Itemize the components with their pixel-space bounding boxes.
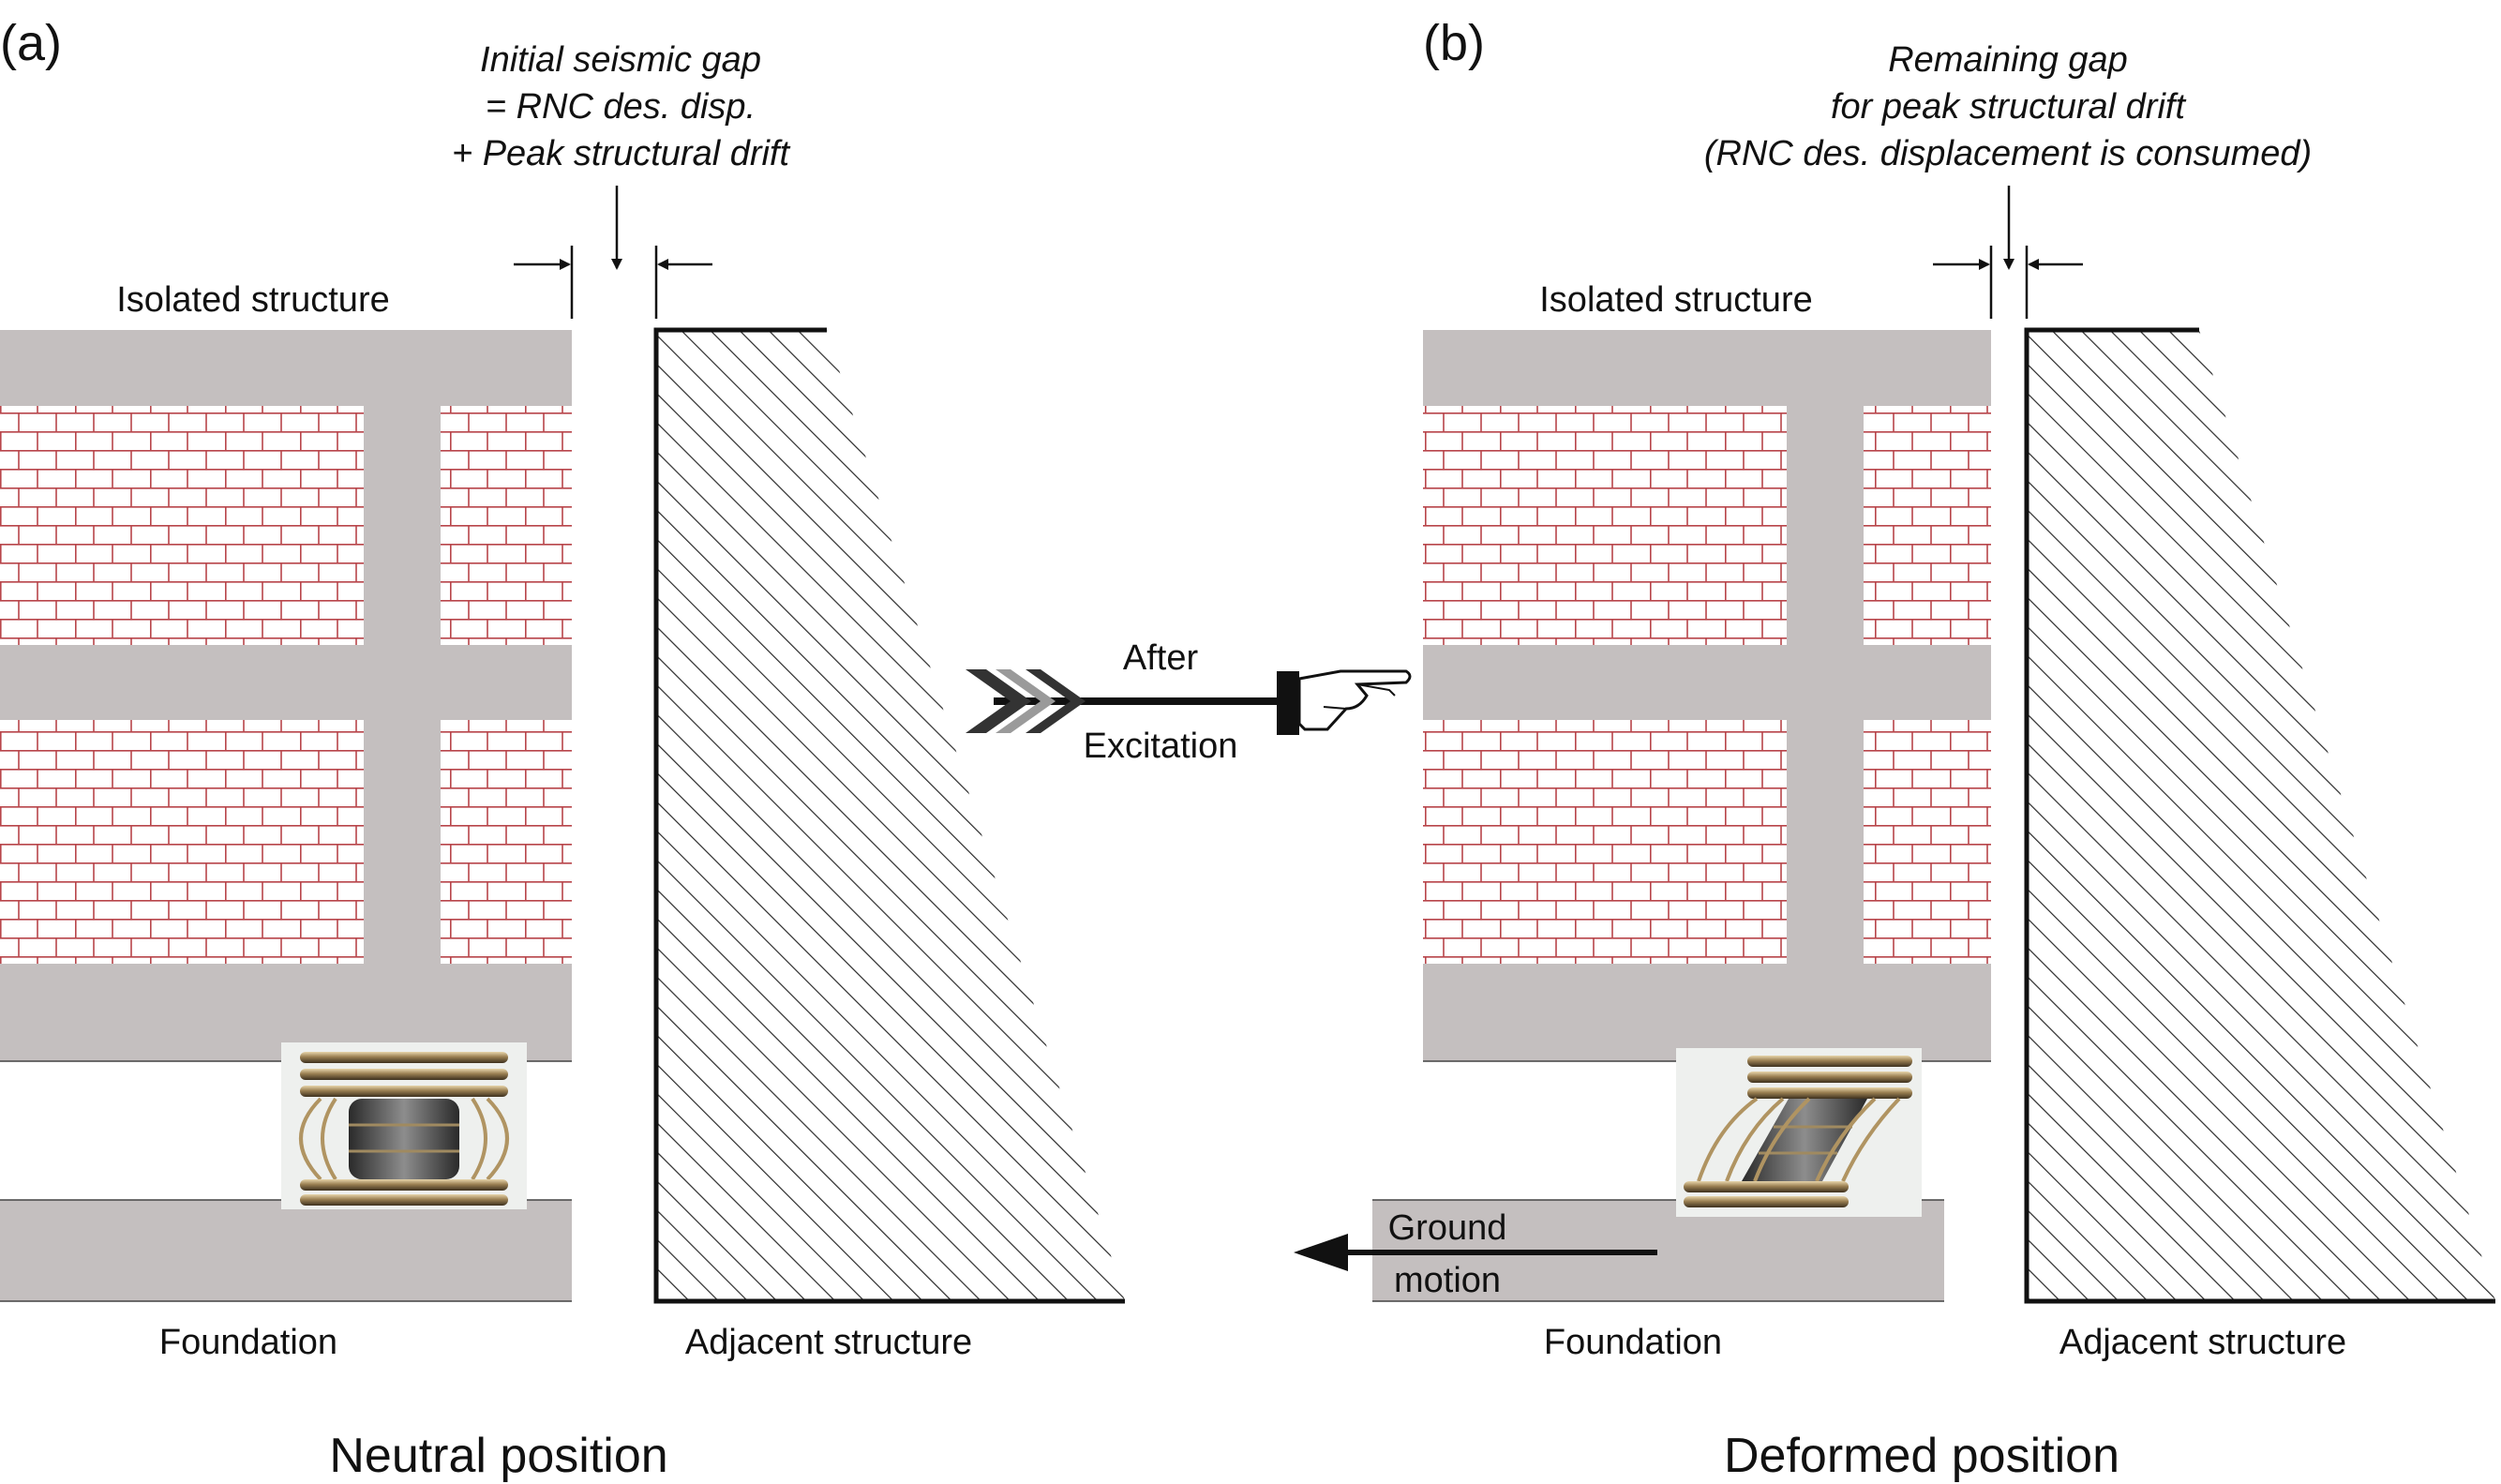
panel-a-foundation (0, 1200, 572, 1301)
panel-a-brick-infill (441, 406, 572, 645)
panel-a-gap-label-line3: + Peak structural drift (452, 134, 791, 173)
panel-b-gap-label-line3: (RNC des. displacement is consumed) (1704, 134, 2312, 173)
panel-a-letter: (a) (0, 15, 62, 71)
panel-a-gap-dimension (514, 186, 712, 319)
panel-a-brick-infill (441, 720, 572, 964)
pointing-hand-icon (1277, 669, 1412, 735)
panel-b-caption: Deformed position (1724, 1429, 2119, 1483)
panel-b-brick-infill (1864, 406, 1991, 645)
panel-b-brick-infill (1423, 720, 1787, 964)
panel-a-caption: Neutral position (329, 1429, 667, 1483)
panel-b-gap-label-line2: for peak structural drift (1831, 87, 2186, 127)
panel-a-gap-label-line2: = RNC des. disp. (486, 87, 756, 127)
panel-a: (a) Initial seismic gap = RNC des. disp.… (0, 15, 1125, 1483)
panel-b-foundation-label: Foundation (1544, 1323, 1722, 1362)
panel-a-isolator-bearing-icon (281, 1042, 527, 1209)
panel-b-isolated-structure (1423, 330, 1991, 1061)
panel-b-isolator-bearing-icon (1676, 1048, 1922, 1217)
panel-a-adjacent-label: Adjacent structure (685, 1323, 972, 1362)
panel-b-gap-dimension (1933, 186, 2083, 319)
panel-a-adjacent-structure (656, 330, 1125, 1301)
panel-b: (b) Remaining gap for peak structural dr… (1294, 15, 2495, 1483)
panel-b-adjacent-label: Adjacent structure (2059, 1323, 2346, 1362)
panel-b-gap-label-line1: Remaining gap (1888, 40, 2128, 80)
panel-b-adjacent-structure (2027, 330, 2495, 1301)
panel-b-letter: (b) (1423, 15, 1485, 71)
ground-motion-label-line2: motion (1394, 1261, 1501, 1300)
panel-a-brick-infill (0, 720, 364, 964)
panel-b-isolated-label: Isolated structure (1539, 280, 1812, 320)
ground-motion-label-line1: Ground (1388, 1208, 1507, 1248)
panel-a-brick-infill (0, 406, 364, 645)
transition-arrow: After Excitation (966, 638, 1412, 766)
panel-a-foundation-label: Foundation (159, 1323, 337, 1362)
panel-b-brick-infill (1423, 406, 1787, 645)
panel-a-isolated-label: Isolated structure (116, 280, 389, 320)
transition-label-line1: After (1123, 638, 1199, 678)
panel-b-brick-infill (1864, 720, 1991, 964)
transition-label-line2: Excitation (1084, 727, 1238, 766)
arrow-fletching-icon (966, 669, 1086, 733)
panel-a-isolated-structure (0, 330, 572, 1061)
panel-a-gap-label-line1: Initial seismic gap (480, 40, 761, 80)
ground-motion-arrow (1294, 1234, 1657, 1271)
